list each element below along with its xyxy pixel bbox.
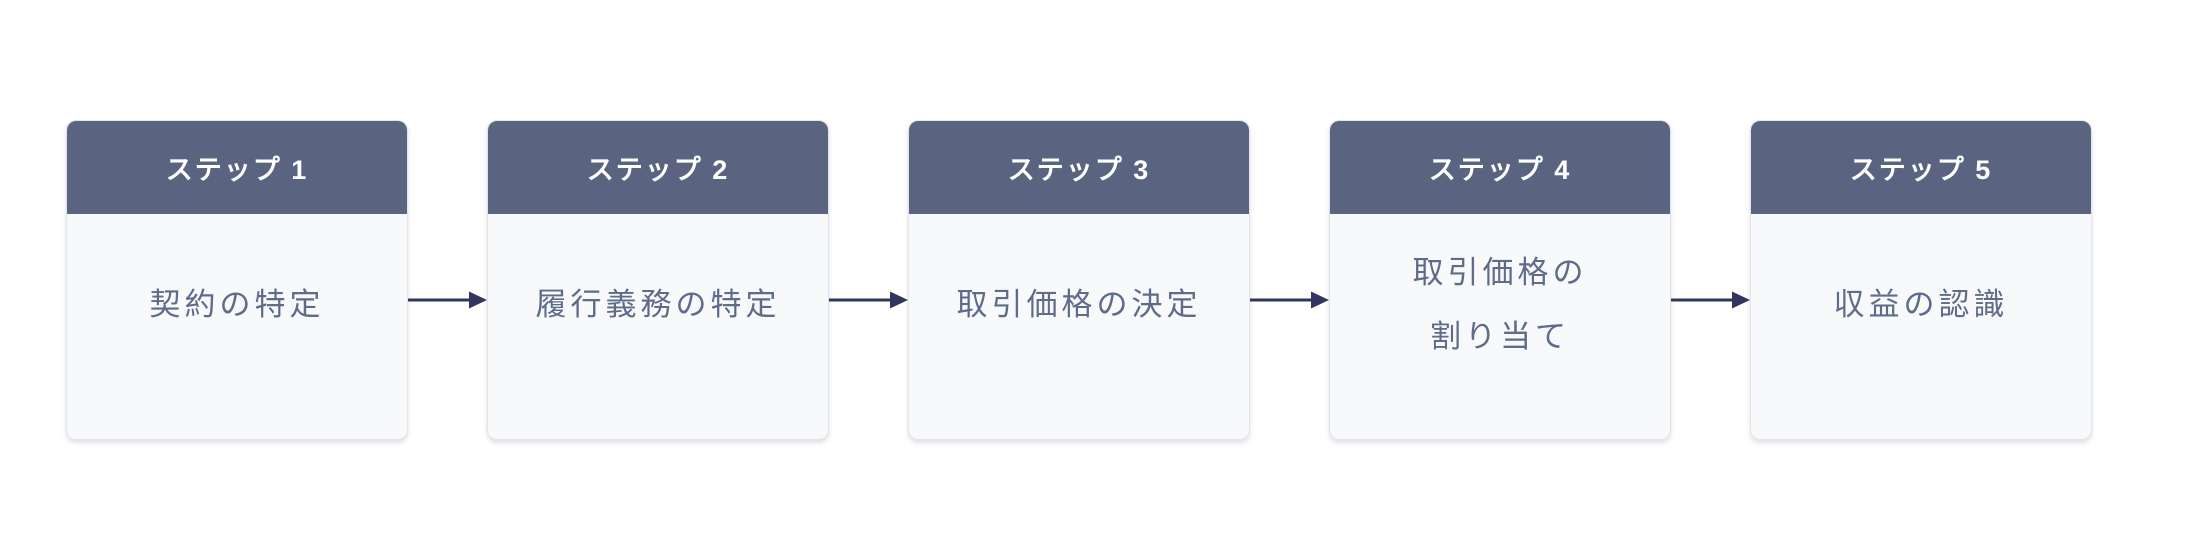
step-flow: ステップ 1 契約の特定 ステップ 2 履行義務の特定 bbox=[66, 120, 2092, 440]
step-label: ステップ 3 bbox=[1007, 155, 1151, 185]
step-text: 収益の認識 bbox=[1833, 286, 2009, 322]
step-card-2: ステップ 2 履行義務の特定 bbox=[487, 120, 829, 440]
step-label: ステップ 2 bbox=[586, 155, 730, 185]
flow-connector bbox=[829, 120, 908, 440]
step-card-1: ステップ 1 契約の特定 bbox=[66, 120, 408, 440]
flow-connector bbox=[1671, 120, 1750, 440]
step-header: ステップ 4 bbox=[1330, 121, 1670, 214]
step-text: 契約の特定 bbox=[149, 286, 325, 322]
step-header: ステップ 2 bbox=[488, 121, 828, 214]
step-label: ステップ 4 bbox=[1428, 155, 1572, 185]
right-arrow-icon bbox=[1250, 291, 1329, 309]
step-text: 取引価格の 割り当て bbox=[1412, 254, 1588, 354]
step-body: 取引価格の決定 bbox=[909, 214, 1249, 439]
right-arrow-icon bbox=[408, 291, 487, 309]
step-body: 収益の認識 bbox=[1751, 214, 2091, 439]
step-text: 履行義務の特定 bbox=[535, 286, 781, 322]
right-arrow-icon bbox=[829, 291, 908, 309]
flow-connector bbox=[1250, 120, 1329, 440]
flow-connector bbox=[408, 120, 487, 440]
step-card-4: ステップ 4 取引価格の 割り当て bbox=[1329, 120, 1671, 440]
step-label: ステップ 1 bbox=[165, 155, 309, 185]
step-body: 取引価格の 割り当て bbox=[1330, 214, 1670, 439]
step-header: ステップ 5 bbox=[1751, 121, 2091, 214]
step-label: ステップ 5 bbox=[1849, 155, 1993, 185]
step-body: 契約の特定 bbox=[67, 214, 407, 439]
right-arrow-icon bbox=[1671, 291, 1750, 309]
step-card-5: ステップ 5 収益の認識 bbox=[1750, 120, 2092, 440]
step-text: 取引価格の決定 bbox=[956, 286, 1202, 322]
step-body: 履行義務の特定 bbox=[488, 214, 828, 439]
step-header: ステップ 3 bbox=[909, 121, 1249, 214]
step-card-3: ステップ 3 取引価格の決定 bbox=[908, 120, 1250, 440]
step-header: ステップ 1 bbox=[67, 121, 407, 214]
